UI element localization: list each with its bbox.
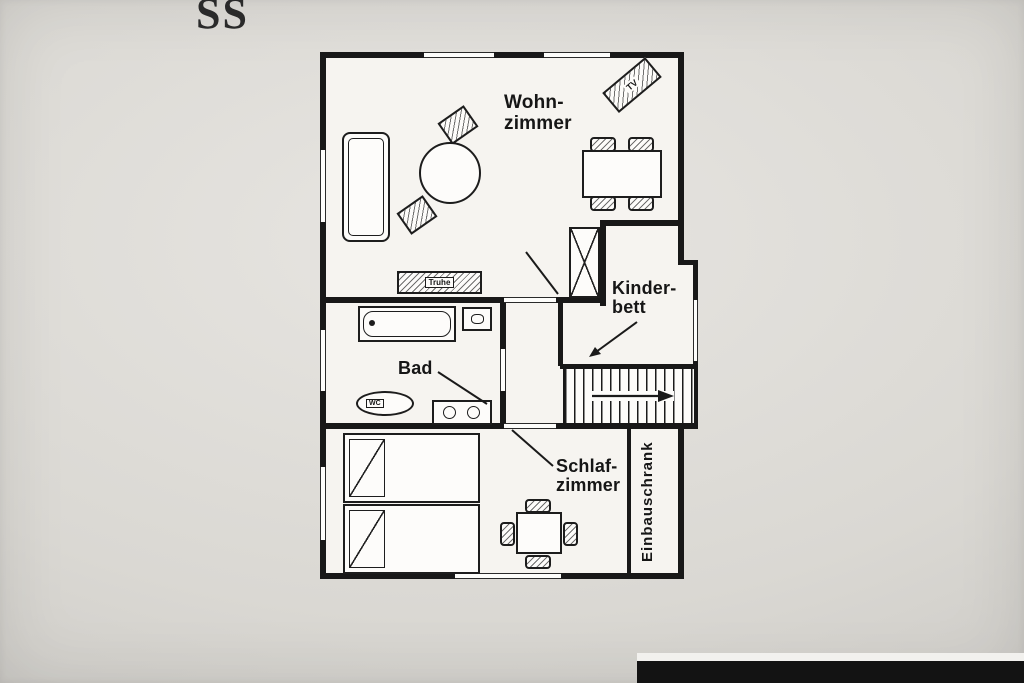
schlafzimmer-line2: zimmer: [556, 475, 621, 496]
window-marker: [693, 300, 698, 361]
wohnzimmer-line2: zimmer: [504, 112, 572, 134]
paper-edge-strip: [637, 653, 1024, 661]
wall-segment: [556, 423, 698, 429]
wall-segment: [320, 52, 684, 58]
door-opening: [504, 297, 556, 303]
bathtub: [358, 306, 456, 342]
dining-chair: [628, 196, 654, 211]
sink: [462, 307, 492, 331]
window-marker: [544, 52, 610, 58]
bathtub-drain: [369, 320, 375, 326]
window-marker: [320, 150, 326, 222]
wall-segment: [560, 364, 694, 369]
tv-label: TV: [622, 76, 642, 94]
bedroom-table: [516, 512, 562, 554]
page-heading-partial: SS: [196, 0, 249, 38]
wall-segment: [320, 297, 504, 303]
door-opening: [500, 349, 506, 391]
basin-circle: [467, 406, 480, 419]
wall-segment: [556, 297, 606, 303]
kinderbett-line2: bett: [612, 297, 646, 318]
wall-segment: [600, 220, 684, 226]
window-marker: [455, 573, 561, 579]
room-label-kinderbett: Kinder- bett: [612, 278, 677, 318]
bedroom-chair: [500, 522, 515, 546]
room-label-wohnzimmer: Wohn- zimmer: [504, 92, 572, 134]
room-label-schlafzimmer: Schlaf- zimmer: [556, 456, 621, 496]
room-label-einbauschrank: Einbauschrank: [639, 441, 656, 563]
washbasin-unit: [432, 400, 492, 425]
wall-segment: [320, 52, 326, 579]
dining-table: [582, 150, 662, 198]
bathtub-inner: [363, 311, 451, 337]
sink-basin: [471, 314, 484, 324]
bed: [343, 433, 480, 503]
staircase: [563, 369, 694, 423]
wall-segment: [320, 423, 505, 429]
wall-segment: [500, 303, 506, 349]
window-marker: [424, 52, 494, 58]
toilet: WC: [356, 391, 414, 416]
wall-segment: [678, 52, 684, 265]
bedroom-chair: [525, 499, 551, 513]
bed-pillow: [349, 439, 385, 497]
wohnzimmer-line1: Wohn-: [504, 92, 564, 113]
dining-chair: [590, 196, 616, 211]
chest-truhe: Truhe: [397, 271, 482, 294]
wc-label: WC: [366, 399, 384, 408]
sofa-inner: [348, 138, 384, 236]
bedroom-chair: [525, 555, 551, 569]
closet-partition-wall: [627, 429, 631, 574]
sofa: [342, 132, 390, 242]
window-marker: [320, 467, 326, 540]
wall-segment: [600, 220, 606, 306]
bedroom-chair: [563, 522, 578, 546]
basin-circle: [443, 406, 456, 419]
chest-label: Truhe: [424, 277, 455, 288]
wall-segment: [558, 303, 563, 366]
bed: [343, 504, 480, 574]
dark-object-bar: [637, 661, 1024, 683]
bed-pillow: [349, 510, 385, 568]
kinderbett-line1: Kinder-: [612, 278, 677, 298]
round-table: [419, 142, 481, 204]
wall-segment: [500, 391, 506, 429]
door-opening: [504, 423, 556, 429]
wall-segment: [678, 260, 698, 265]
cupboard-crossed: [569, 227, 600, 298]
schlafzimmer-line1: Schlaf-: [556, 456, 618, 476]
wall-segment: [678, 423, 684, 579]
room-label-bad: Bad: [398, 358, 433, 378]
window-marker: [320, 330, 326, 391]
